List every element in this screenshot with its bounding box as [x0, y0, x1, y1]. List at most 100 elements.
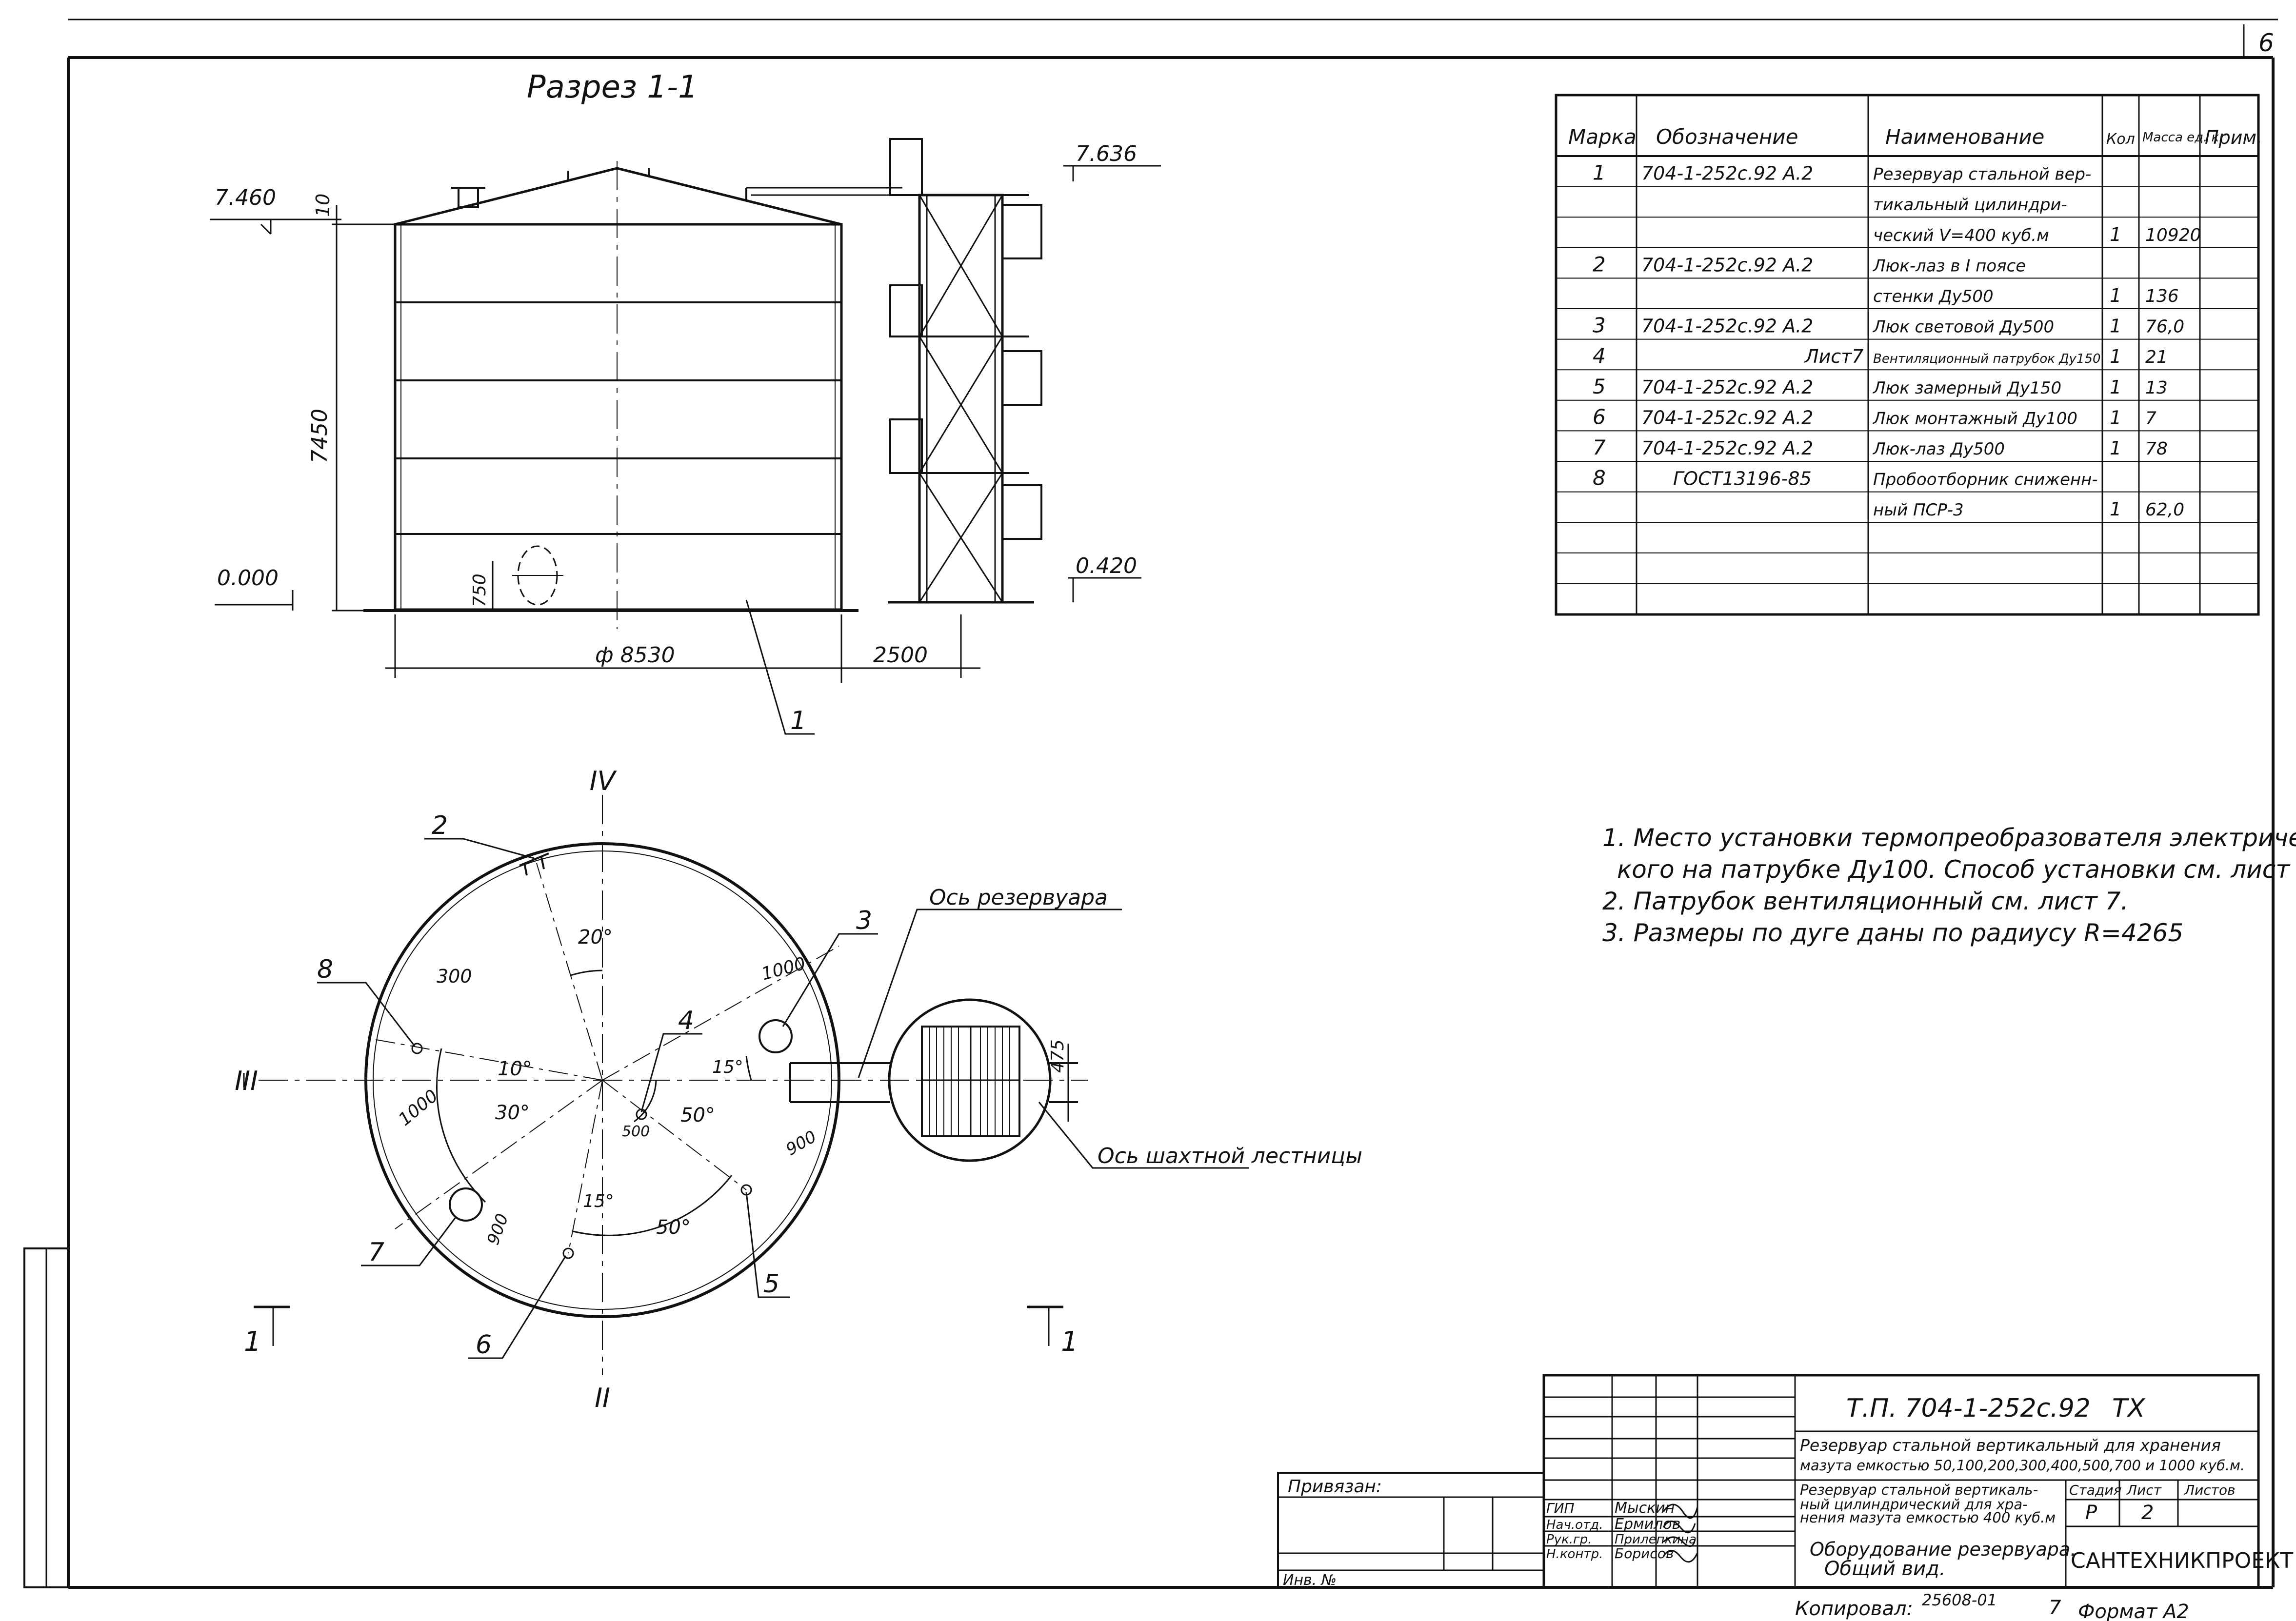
spec-header-note: Прим.: [2205, 127, 2262, 148]
sheet-header: Лист: [2126, 1482, 2162, 1498]
signature-1: [1662, 1503, 1698, 1519]
spec-cell-r8-c4: 7: [2145, 408, 2156, 428]
format-label: Формат А2: [2078, 1601, 2189, 1621]
spec-cell-r8-c3: 1: [2110, 407, 2121, 428]
plan-callout-7: 7: [368, 1238, 384, 1267]
spec-cell-r3-c2: Люк-лаз в I поясе: [1872, 256, 2026, 276]
plan-callout-4: 4: [678, 1006, 694, 1035]
spec-cell-r7-c2: Люк замерный Ду150: [1872, 378, 2061, 398]
spec-cell-r5-c0: 3: [1593, 314, 1606, 337]
footer: Копировал: 25608-01 7 Формат А2: [1795, 1591, 2189, 1621]
project-subtitle-2: ный цилиндрический для хра-: [1800, 1496, 2028, 1513]
signature-4: [1662, 1550, 1698, 1563]
section-title: Разрез 1-1: [527, 69, 698, 105]
copy-number: 25608-01: [1922, 1591, 1997, 1609]
note-3: 3. Размеры по дуге даны по радиусу R=426…: [1602, 919, 2183, 947]
plan-callout-2: 2: [432, 811, 448, 840]
sheet-number: 6: [2258, 29, 2274, 57]
signature-3: [1662, 1536, 1696, 1547]
section-mark-right: 1: [1061, 1326, 1078, 1358]
spec-cell-r7-c0: 5: [1593, 375, 1606, 398]
angle-15-top: 15°: [712, 1057, 743, 1077]
signature-2: [1662, 1521, 1696, 1534]
project-code: Т.П. 704-1-252с.92: [1846, 1394, 2091, 1423]
spec-cell-r11-c2: ный ПСР-3: [1873, 500, 1964, 520]
elevation-roof-right: 7.636: [1076, 141, 1137, 166]
spec-cell-r10-c1: ГОСТ13196-85: [1673, 468, 1812, 490]
tank-axis-label: Ось резервуара: [929, 885, 1108, 910]
dim-arc-900-right: 900: [783, 1127, 820, 1160]
sheet-value: 2: [2141, 1502, 2154, 1524]
project-title-2: мазута емкостью 50,100,200,300,400,500,7…: [1800, 1457, 2245, 1474]
spec-cell-r0-c0: 1: [1593, 161, 1606, 185]
elevation-ground: 0.000: [217, 566, 279, 591]
sheet-frame: 6: [23, 19, 2278, 1589]
spec-cell-r5-c4: 76,0: [2145, 317, 2184, 337]
spec-header-name: Наименование: [1885, 125, 2044, 149]
note-1b: кого на патрубке Ду100. Способ установки…: [1617, 855, 2296, 884]
stair-axis-label: Ось шахтной лестницы: [1098, 1144, 1362, 1168]
signer-name-1: Мыскин: [1615, 1500, 1675, 1517]
axis-iv-label: IV: [590, 766, 618, 796]
stair-plan-circle: [888, 998, 1052, 1162]
angle-50-inner: 50°: [680, 1104, 715, 1127]
spec-header-mark: Марка: [1568, 125, 1637, 149]
hatch-3-plan: [759, 1019, 793, 1053]
project-subtitle-1: Резервуар стальной вертикаль-: [1800, 1482, 2038, 1498]
spec-cell-r7-c1: 704-1-252с.92 А.2: [1641, 376, 1813, 398]
spec-cell-r6-c0: 4: [1593, 344, 1606, 368]
spec-cell-r7-c3: 1: [2110, 376, 2121, 398]
angle-30: 30°: [495, 1102, 530, 1124]
plan-callout-8: 8: [317, 955, 333, 984]
signer-name-2: Ермилов: [1615, 1516, 1680, 1533]
signer-role-2: Нач.отд.: [1546, 1518, 1603, 1532]
spec-cell-r10-c2: Пробоотборник сниженн-: [1873, 470, 2098, 490]
axis-ii-label: II: [595, 1383, 610, 1413]
spec-cell-r6-c1: Лист7: [1804, 346, 1863, 367]
binding-label: Привязан:: [1288, 1477, 1382, 1497]
sheets-header: Листов: [2184, 1482, 2236, 1498]
spec-cell-r2-c2: ческий V=400 куб.м: [1873, 226, 2049, 245]
note-2: 2. Патрубок вентиляционный см. лист 7.: [1602, 887, 2128, 915]
signer-name-4: Борисов: [1615, 1545, 1674, 1562]
spec-cell-r2-c3: 1: [2110, 224, 2121, 245]
stair-tower: [888, 138, 1042, 604]
dim-height: 7450: [307, 409, 332, 463]
signer-name-3: Прилепкина: [1615, 1532, 1697, 1547]
signer-role-3: Рук.гр.: [1546, 1532, 1592, 1547]
spec-cell-r5-c1: 704-1-252с.92 А.2: [1641, 316, 1813, 337]
spec-header-qty: Кол: [2106, 131, 2135, 148]
org-name: САНТЕХНИКПРОЕКТ: [2071, 1548, 2293, 1573]
spec-cell-r4-c3: 1: [2110, 285, 2121, 306]
angle-20: 20°: [578, 926, 613, 949]
spec-cell-r6-c4: 21: [2145, 347, 2168, 367]
spec-cell-r11-c3: 1: [2110, 498, 2121, 520]
spec-cell-r6-c2: Вентиляционный патрубок Ду150: [1873, 352, 2101, 366]
spec-cell-r3-c1: 704-1-252с.92 А.2: [1641, 254, 1813, 276]
spec-cell-r9-c0: 7: [1593, 435, 1606, 459]
spec-header-designation: Обозначение: [1656, 125, 1798, 149]
angle-15-lower: 15°: [583, 1191, 614, 1211]
spec-header-mass: Масса ед. кг: [2142, 130, 2226, 145]
dim-arc-300: 300: [437, 966, 472, 987]
hatch-6-plan: [562, 1247, 574, 1259]
notes: 1. Место установки термопреобразователя …: [1602, 824, 2296, 947]
angle-50-lower: 50°: [656, 1216, 691, 1239]
spec-cell-r3-c0: 2: [1593, 252, 1606, 276]
dim-arc-1000-right: 1000: [759, 953, 808, 984]
dim-475: 475: [1048, 1039, 1068, 1073]
tank-shell: [394, 223, 843, 611]
angle-10: 10°: [498, 1058, 532, 1080]
spec-cell-r9-c1: 704-1-252с.92 А.2: [1641, 437, 1813, 459]
dim-hatch: 750: [470, 573, 490, 607]
spec-cell-r10-c0: 8: [1593, 466, 1606, 490]
spec-cell-r8-c2: Люк монтажный Ду100: [1872, 409, 2077, 428]
spec-cell-r6-c3: 1: [2110, 346, 2121, 367]
axis-iii-label: III: [235, 1066, 258, 1096]
dim-diameter: ф 8530: [595, 643, 675, 668]
spec-cell-r7-c4: 13: [2145, 378, 2168, 398]
hatch-7-plan: [449, 1187, 483, 1222]
spec-cell-r11-c4: 62,0: [2145, 500, 2184, 520]
project-title-1: Резервуар стальной вертикальный для хран…: [1800, 1436, 2221, 1455]
